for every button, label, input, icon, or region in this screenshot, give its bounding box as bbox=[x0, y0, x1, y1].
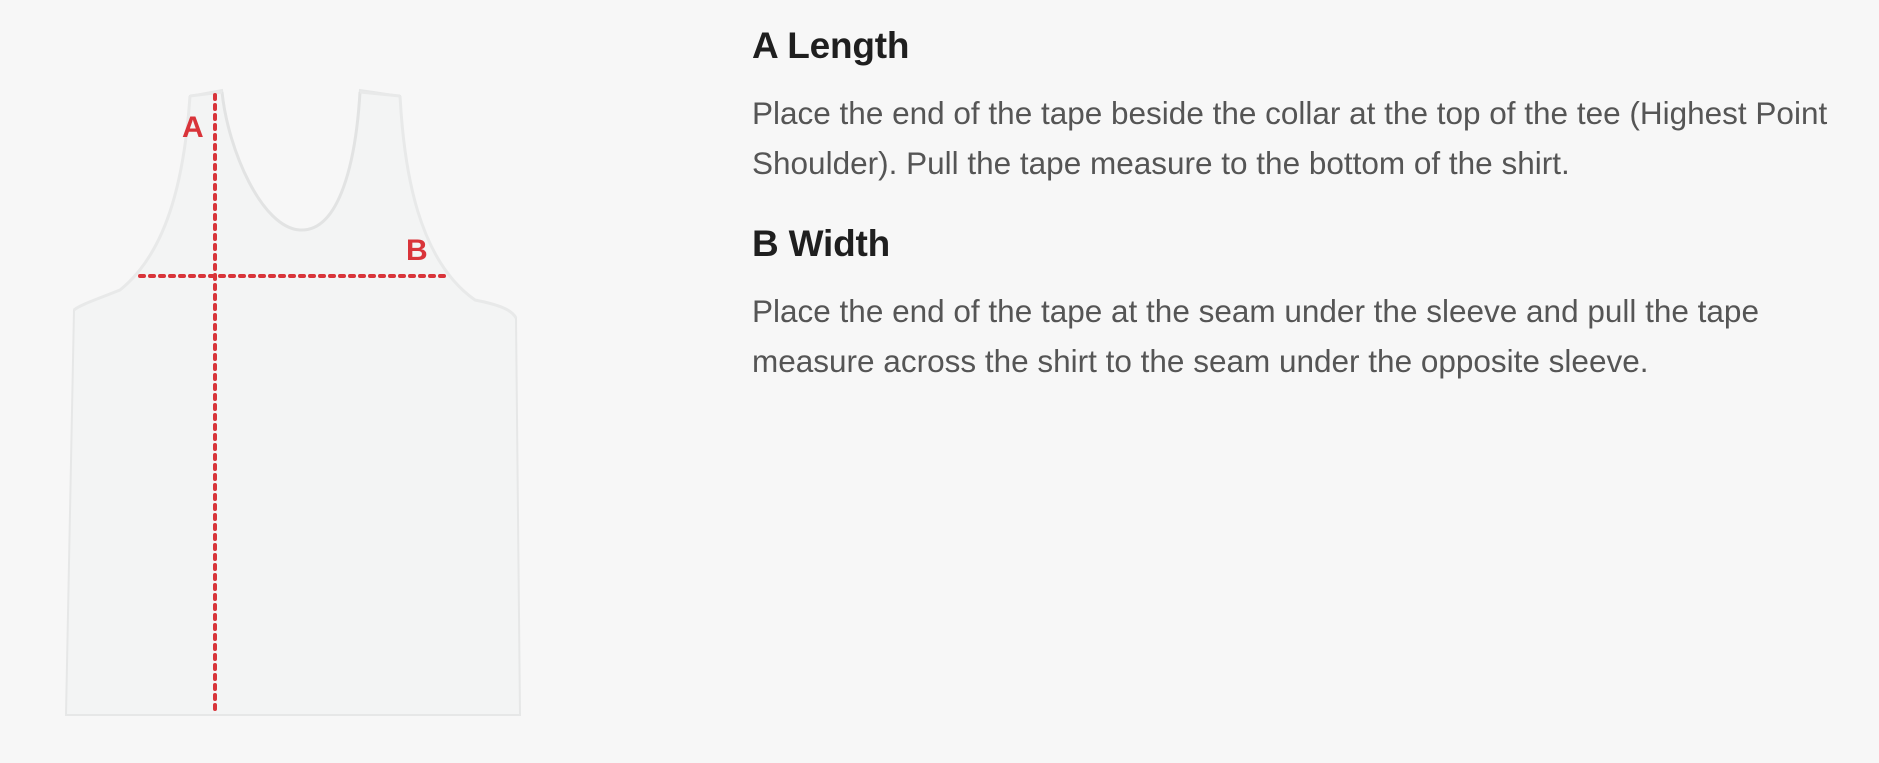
width-description: Place the end of the tape at the seam un… bbox=[752, 293, 1759, 379]
tank-top-illustration: A B bbox=[64, 88, 522, 717]
left-armhole bbox=[73, 95, 192, 312]
left-strap bbox=[189, 90, 223, 98]
length-description: Place the end of the tape beside the col… bbox=[752, 95, 1828, 181]
measurement-instructions: A Length Place the end of the tape besid… bbox=[752, 22, 1862, 418]
right-armhole bbox=[398, 95, 518, 319]
right-strap bbox=[359, 90, 401, 98]
tank-top-measurement-diagram: A B bbox=[0, 0, 700, 763]
label-a: A bbox=[182, 111, 204, 144]
width-section: B Width Place the end of the tape at the… bbox=[752, 220, 1862, 386]
length-heading: A Length bbox=[752, 25, 910, 66]
tank-top-shape bbox=[64, 88, 522, 716]
length-section: A Length Place the end of the tape besid… bbox=[752, 22, 1862, 188]
label-b: B bbox=[406, 234, 428, 267]
width-heading: B Width bbox=[752, 223, 891, 264]
neckline bbox=[220, 91, 362, 232]
